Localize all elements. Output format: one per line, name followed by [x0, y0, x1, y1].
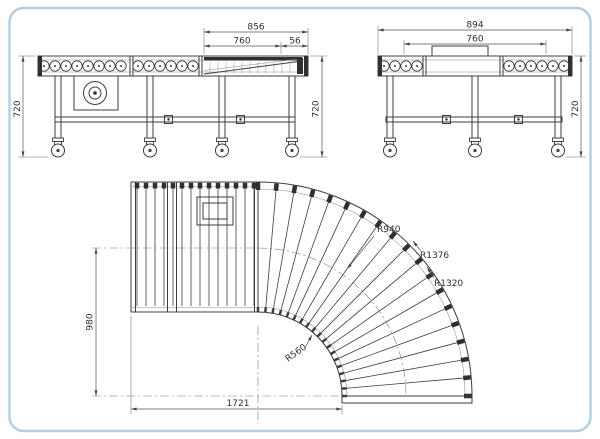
radius-callouts: R940 R1376 R1320 R560	[284, 225, 464, 364]
dim-label-56: 56	[289, 37, 301, 47]
drive-unit	[73, 75, 119, 111]
dim-label-720-mid: 720	[312, 100, 322, 117]
side-view-right: 894 760 720	[377, 21, 586, 158]
roller-row	[132, 60, 199, 72]
dim-label-980: 980	[86, 313, 96, 330]
roller-row	[503, 60, 570, 72]
top-plate	[431, 45, 489, 57]
dim-label-760-right: 760	[466, 35, 483, 45]
straight-infeed-section	[130, 181, 259, 313]
curve-section	[92, 181, 473, 424]
legs-casters	[51, 75, 299, 158]
roller-row	[378, 60, 423, 72]
end-plate	[304, 56, 308, 76]
curve-section-side	[203, 57, 303, 75]
legs-casters	[383, 75, 565, 158]
motor-pulley-icon	[83, 81, 107, 105]
conveyor-frame	[37, 55, 309, 77]
dimensions-right-view: 894 760 720	[377, 21, 586, 158]
outer-rail-arc	[257, 181, 473, 397]
plan-view-curve-conveyor: R940 R1376 R1320 R560 980 1721	[86, 181, 473, 424]
radius-label-r560: R560	[284, 342, 309, 364]
end-plate	[378, 56, 382, 76]
drawing-border	[8, 6, 592, 433]
end-plate	[38, 56, 42, 76]
conveyor-centerline-arc	[257, 247, 407, 397]
dim-label-894: 894	[466, 21, 483, 31]
radius-label-r940: R940	[377, 225, 401, 235]
end-plate	[568, 56, 572, 76]
plan-dimensions: 980 1721	[86, 248, 343, 414]
dim-label-720-right: 720	[571, 100, 581, 117]
drive-box-plan	[196, 196, 234, 226]
cross-rail	[54, 115, 296, 124]
dim-label-720-left: 720	[13, 100, 23, 117]
radius-label-r1376: R1376	[420, 251, 449, 261]
dim-label-856: 856	[247, 23, 264, 33]
straight-rollers	[134, 182, 257, 306]
side-view-left: 856 760 56 720 720	[13, 23, 327, 158]
dim-label-760: 760	[233, 37, 250, 47]
dimensions-left-view: 856 760 56 720 720	[13, 23, 327, 158]
radius-label-r1320: R1320	[434, 279, 463, 289]
cross-rail	[385, 115, 563, 124]
dim-label-1721: 1721	[227, 399, 250, 409]
roller-row	[38, 60, 127, 72]
exit-end-frame	[341, 395, 473, 404]
